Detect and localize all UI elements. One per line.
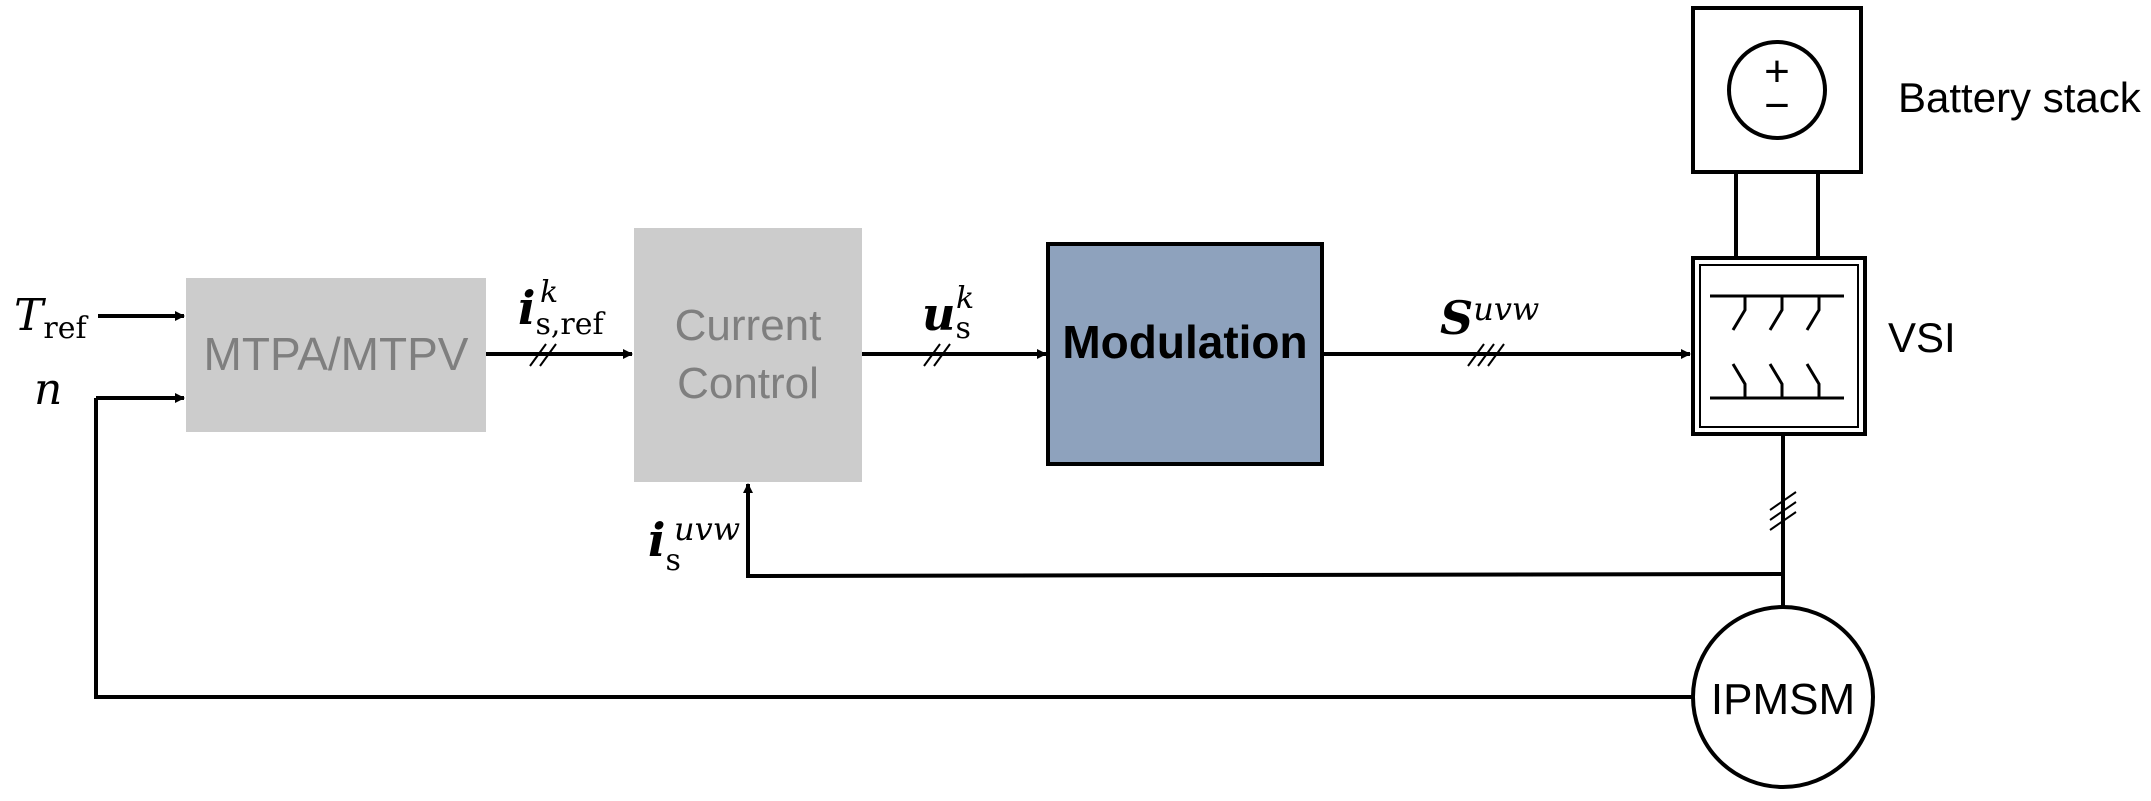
ipmsm-label: IPMSM <box>1711 675 1855 724</box>
current-feedback-line <box>743 483 1784 579</box>
modulation-label: Modulation <box>1062 316 1307 368</box>
torque-ref-label: Tref <box>14 290 88 346</box>
speed-label: n <box>34 364 62 415</box>
current-control-block <box>634 228 862 482</box>
modulation-block <box>1046 242 1324 466</box>
current-ref-label: is,ref <box>518 281 606 342</box>
speed-feedback-line <box>94 398 1693 699</box>
current-control-label-line1: Current <box>675 301 822 350</box>
vsi-inner-frame <box>1699 264 1859 428</box>
battery-label: Battery stack <box>1898 74 2142 121</box>
current-control-label-line2: Control <box>677 359 819 408</box>
vsi-label: VSI <box>1888 314 1956 361</box>
mtpa-mtpv-label: MTPA/MTPV <box>204 328 469 380</box>
battery-symbol-circle <box>1727 40 1827 140</box>
switch-icon <box>1710 294 1844 400</box>
mtpa-mtpv-block <box>186 278 486 432</box>
plus-icon: + <box>1764 47 1790 96</box>
battery-block <box>1691 6 1863 174</box>
voltage-label: us <box>922 287 971 346</box>
vsi-block <box>1691 256 1867 436</box>
voltage-sup: k <box>956 281 974 316</box>
current-meas-sup: uvw <box>674 510 740 548</box>
minus-icon: − <box>1764 81 1790 130</box>
current-ref-sup: k <box>540 275 558 310</box>
switching-label: Suvw <box>1440 290 1539 345</box>
current-meas-label: is <box>648 513 681 578</box>
